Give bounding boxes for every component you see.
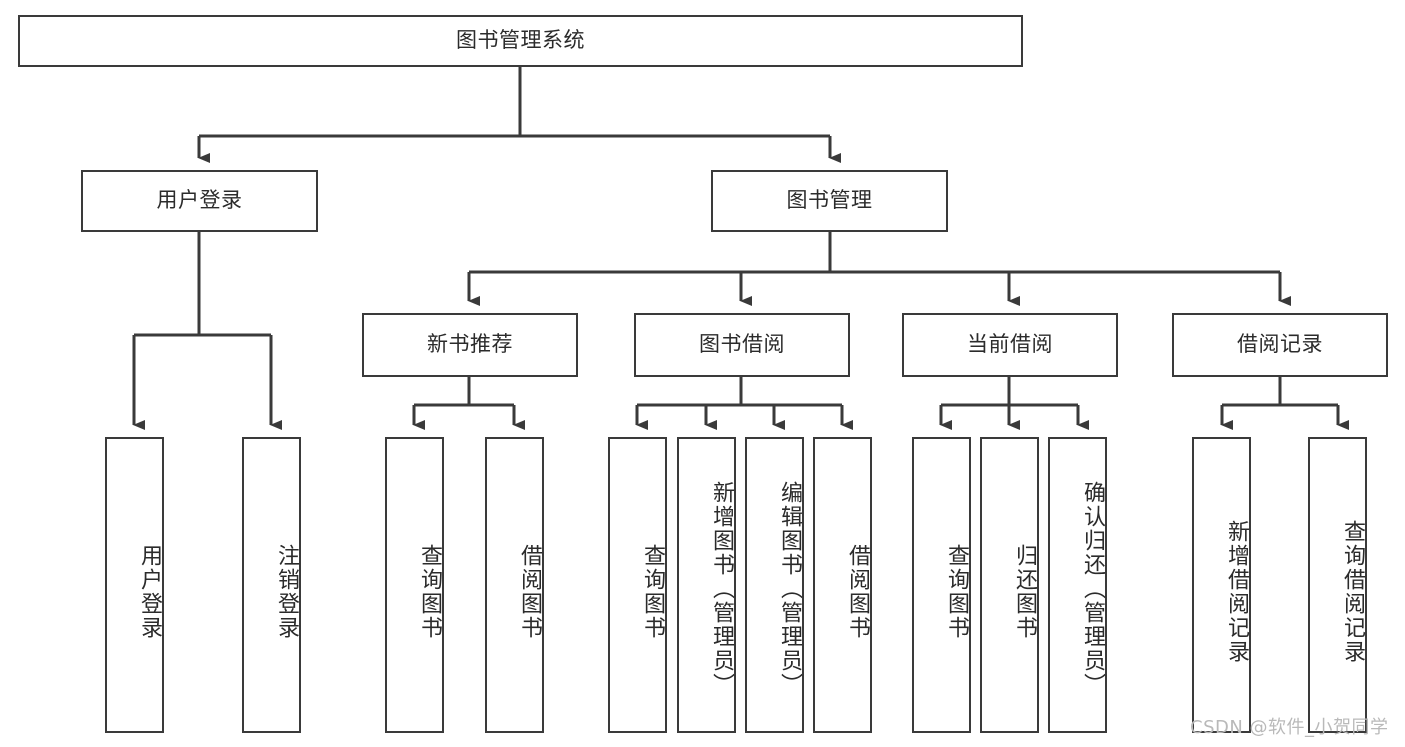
node-book-management[interactable]: 图书管理 [711,170,948,232]
leaf-query-borrow-record[interactable]: 查询借阅记录 [1308,437,1367,733]
edge-root-to-level2 [197,67,841,163]
edge-bookmgmt-to-level3 [467,232,1291,306]
edge-login-to-leaves [132,232,282,430]
leaf-logout[interactable]: 注销登录 [242,437,301,733]
node-new-book-recommend[interactable]: 新书推荐 [362,313,578,377]
leaf-return-book[interactable]: 归还图书 [980,437,1039,733]
node-user-login[interactable]: 用户登录 [81,170,318,232]
edge-current-to-leaves [939,377,1089,430]
node-borrow-record[interactable]: 借阅记录 [1172,313,1388,377]
leaf-add-book-admin[interactable]: 新增图书（管理员） [677,437,736,733]
node-current-borrow[interactable]: 当前借阅 [902,313,1118,377]
edge-newbook-to-leaves [412,377,525,430]
leaf-borrow-book-newbook[interactable]: 借阅图书 [485,437,544,733]
leaf-query-book-borrow[interactable]: 查询图书 [608,437,667,733]
node-root[interactable]: 图书管理系统 [18,15,1023,67]
edge-record-to-leaves [1220,377,1349,430]
leaf-user-login[interactable]: 用户登录 [105,437,164,733]
edge-borrow-to-leaves [635,377,853,430]
leaf-confirm-return-admin[interactable]: 确认归还（管理员） [1048,437,1107,733]
leaf-add-borrow-record[interactable]: 新增借阅记录 [1192,437,1251,733]
leaf-edit-book-admin[interactable]: 编辑图书（管理员） [745,437,804,733]
leaf-query-book-current[interactable]: 查询图书 [912,437,971,733]
leaf-borrow-book[interactable]: 借阅图书 [813,437,872,733]
leaf-query-book-newbook[interactable]: 查询图书 [385,437,444,733]
node-book-borrow[interactable]: 图书借阅 [634,313,850,377]
